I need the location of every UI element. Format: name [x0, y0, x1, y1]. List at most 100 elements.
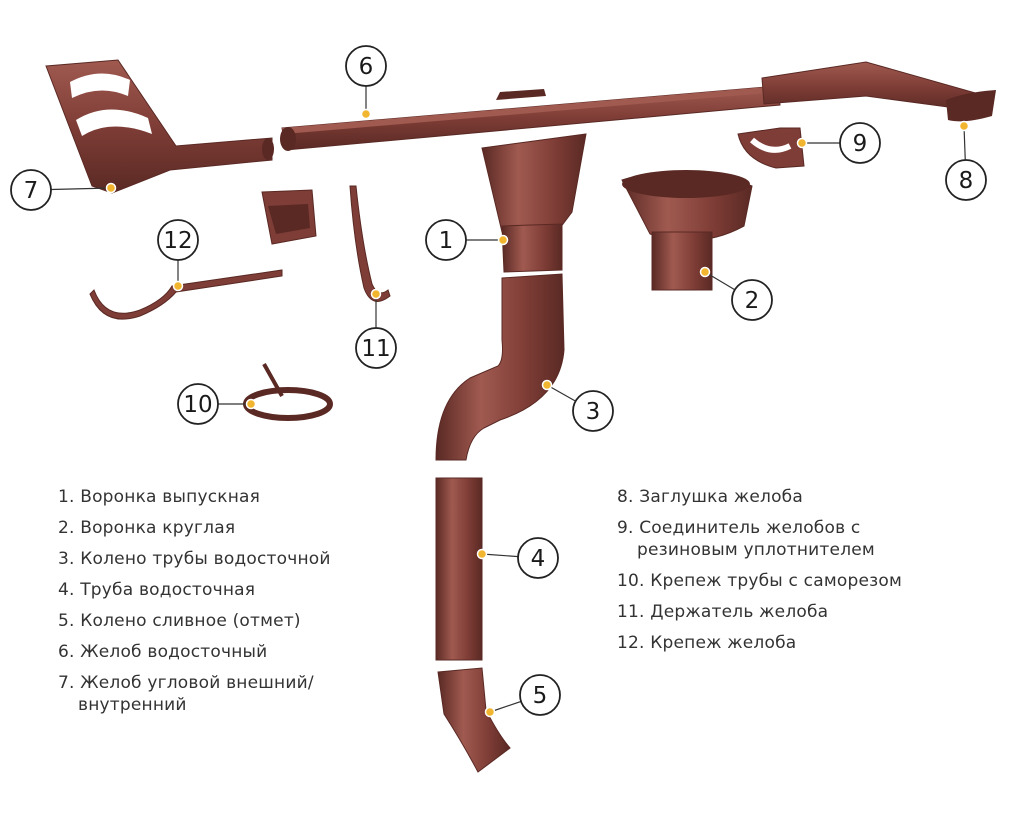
legend-item-text: 5. Колено сливное (отмет): [58, 611, 301, 631]
callout-number: 12: [163, 228, 192, 254]
legend-left: 1. Воронка выпускная 2. Воронка круглая 3.…: [58, 486, 331, 725]
legend-item: 10. Крепеж трубы с саморезом: [617, 570, 902, 592]
legend-item-text: 10. Крепеж трубы с саморезом: [617, 571, 902, 591]
legend-item: 6. Желоб водосточный: [58, 641, 331, 663]
callout-number: 9: [853, 131, 868, 157]
round-funnel-neck: [651, 231, 713, 291]
callout-dot: [360, 108, 372, 120]
end-cap: [946, 90, 996, 122]
clamp-screw: [262, 363, 284, 397]
legend-item-text: 8. Заглушка желоба: [617, 487, 803, 507]
gutter-tabs: [496, 89, 546, 100]
callout-1: 1: [425, 219, 509, 261]
callout-circle: [519, 674, 561, 716]
callout-circle: [10, 169, 52, 211]
callout-dot: [172, 280, 184, 292]
callout-8: 8: [945, 120, 987, 201]
legend-item: 2. Воронка круглая: [58, 517, 331, 539]
callout-7: 7: [10, 169, 117, 211]
callout-11: 11: [355, 288, 397, 369]
callout-circle: [945, 159, 987, 201]
callout-number: 6: [359, 54, 374, 80]
corner-gutter-gap: [70, 73, 130, 98]
callout-dot: [958, 120, 970, 132]
gutter-lip: [282, 86, 779, 134]
callout-number: 11: [361, 336, 390, 362]
callout-12: 12: [157, 219, 199, 292]
hanger-body: [89, 269, 283, 320]
callout-number: 5: [533, 683, 548, 709]
callout-3: 3: [541, 379, 614, 432]
funnel-cone: [481, 133, 587, 233]
gutter-bracket-box: [261, 189, 317, 245]
legend-item: 7. Желоб угловой внешний/внутренний: [58, 672, 331, 716]
callout-9: 9: [796, 122, 881, 164]
legend-item: 5. Колено сливное (отмет): [58, 610, 331, 632]
callout-dot: [370, 288, 382, 300]
pipe-clamp: [243, 363, 333, 421]
callout-dot: [796, 137, 808, 149]
legend-item-text: 6. Желоб водосточный: [58, 642, 268, 662]
gutter-connector: [737, 127, 805, 169]
callout-dot: [497, 234, 509, 246]
callout-dot: [245, 398, 257, 410]
holder-hook: [349, 185, 391, 302]
round-funnel-rim: [622, 170, 750, 198]
legend-item: 11. Держатель желоба: [617, 601, 902, 623]
legend-item-text: 1. Воронка выпускная: [58, 487, 261, 507]
connector-gap: [750, 137, 792, 153]
clamp-ring: [243, 387, 333, 421]
round-funnel: [621, 170, 753, 291]
main-gutter: [280, 85, 781, 151]
bracket-box-inner: [268, 204, 310, 234]
callout-circle: [157, 219, 199, 261]
legend-item: 1. Воронка выпускная: [58, 486, 331, 508]
pipe-outlet: [437, 667, 511, 773]
legend-item-continuation: внутренний: [78, 695, 187, 715]
gutter-end: [280, 127, 296, 151]
corner-gutter-gap: [76, 109, 152, 136]
callout-circle: [425, 219, 467, 261]
callout-number: 8: [959, 168, 974, 194]
callout-number: 4: [531, 546, 546, 572]
downpipe: [435, 273, 565, 773]
callout-dot: [105, 182, 117, 194]
callout-circle: [572, 390, 614, 432]
funnel-neck: [501, 223, 563, 273]
callout-4: 4: [476, 537, 559, 579]
legend-item: 3. Колено трубы водосточной: [58, 548, 331, 570]
callout-dot: [484, 706, 496, 718]
legend-right: 8. Заглушка желоба 9. Соединитель желобов…: [617, 486, 902, 663]
legend-item-text: 11. Держатель желоба: [617, 602, 829, 622]
gutter-hanger: [89, 269, 283, 320]
legend-item-text: 7. Желоб угловой внешний/: [58, 673, 314, 693]
callout-number: 2: [745, 288, 760, 314]
callout-circle: [345, 45, 387, 87]
callout-2: 2: [699, 266, 773, 321]
outlet-funnel: [481, 133, 587, 273]
corner-gutter-end: [262, 138, 274, 160]
gutter-holder: [349, 185, 391, 302]
callout-number: 7: [24, 178, 39, 204]
legend-item-text: 9. Соединитель желобов с: [617, 518, 861, 538]
callout-dot: [476, 548, 488, 560]
callout-dot: [541, 379, 553, 391]
legend-item: 4. Труба водосточная: [58, 579, 331, 601]
legend-item: 8. Заглушка желоба: [617, 486, 902, 508]
callout-circle: [517, 537, 559, 579]
callout-circle: [177, 383, 219, 425]
right-gutter: [761, 61, 996, 122]
legend-item-text: 2. Воронка круглая: [58, 518, 236, 538]
callout-circle: [839, 122, 881, 164]
callout-10: 10: [177, 383, 257, 425]
callout-number: 1: [439, 228, 454, 254]
callout-circle: [731, 279, 773, 321]
callout-5: 5: [484, 674, 561, 718]
callout-number: 10: [183, 392, 212, 418]
callout-dot: [699, 266, 711, 278]
legend-item-text: 4. Труба водосточная: [58, 580, 256, 600]
